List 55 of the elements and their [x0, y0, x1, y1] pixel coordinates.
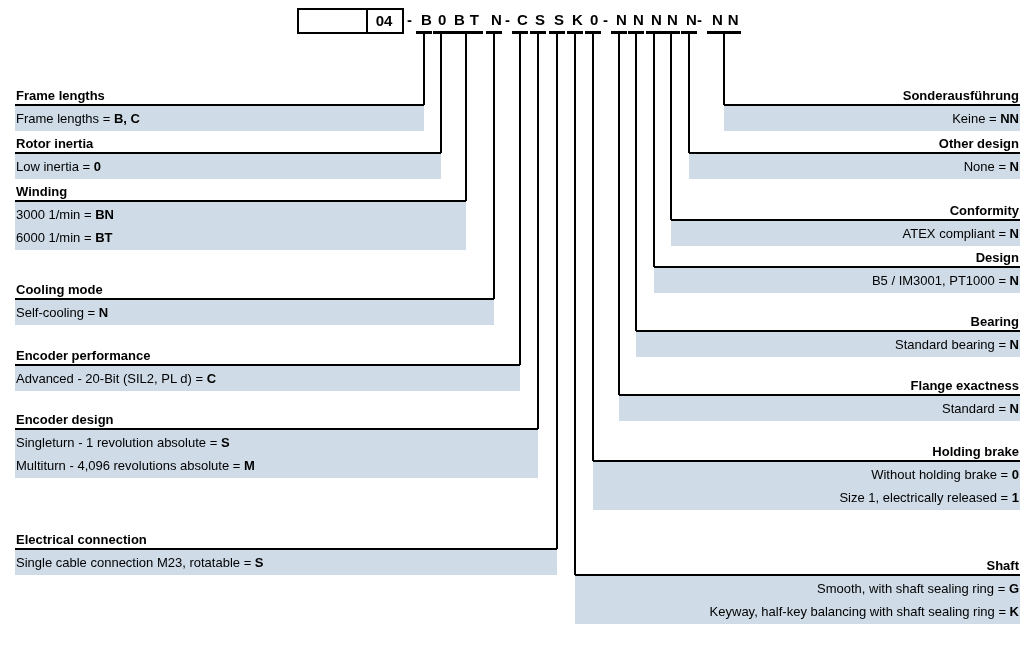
separator-dash: - [697, 10, 702, 30]
code-character: N [611, 10, 627, 34]
code-character: B [416, 10, 432, 34]
leader-line [688, 33, 690, 154]
option-text: Without holding brake = 0 [870, 466, 1020, 484]
leader-line [653, 33, 655, 268]
leader-line [670, 33, 672, 221]
leader-line [574, 33, 576, 576]
option-text: Smooth, with shaft sealing ring = G [816, 580, 1020, 598]
option-text: Singleturn - 1 revolution absolute = S [15, 434, 231, 452]
code-character: N [646, 10, 662, 34]
code-character: N [628, 10, 644, 34]
code-character: N [662, 10, 680, 34]
code-character: N [486, 10, 502, 34]
code-character: BT [449, 10, 483, 34]
leader-line [635, 33, 637, 332]
code-frame-box [297, 8, 368, 34]
option-text: ATEX compliant = N [901, 225, 1020, 243]
option-text: Frame lengths = B, C [15, 110, 141, 128]
option-text: 3000 1/min = BN [15, 206, 115, 224]
separator-dash: - [603, 10, 608, 30]
leader-line [493, 33, 495, 300]
code-character: S [530, 10, 546, 34]
option-text: Standard bearing = N [894, 336, 1020, 354]
leader-line [519, 33, 521, 366]
code-character: N [681, 10, 697, 34]
option-text: None = N [962, 158, 1020, 176]
leader-line [723, 33, 725, 106]
code-character: C [512, 10, 528, 34]
option-text: Advanced - 20-Bit (SIL2, PL d) = C [15, 370, 218, 388]
leader-line [556, 33, 558, 550]
leader-line [618, 33, 620, 396]
code-character: S [549, 10, 565, 34]
leader-line [423, 33, 425, 106]
option-text: Standard = N [941, 400, 1020, 418]
code-character: 0 [585, 10, 601, 34]
leader-line [465, 33, 467, 202]
option-text: Self-cooling = N [15, 304, 110, 322]
option-text: Keyway, half-key balancing with shaft sealing ring = K [708, 603, 1020, 621]
code-character: NN [707, 10, 741, 34]
option-text: 6000 1/min = BT [15, 229, 114, 247]
option-text: B5 / IM3001, PT1000 = N [870, 272, 1020, 290]
leader-line [440, 33, 442, 154]
option-text: Size 1, electrically released = 1 [838, 489, 1020, 507]
code-frame-box: 04 [366, 8, 404, 34]
leader-line [537, 33, 539, 430]
option-text: Multiturn - 4,096 revolutions absolute = M [15, 457, 256, 475]
separator-dash: - [505, 10, 510, 30]
option-text: Single cable connection M23, rotatable = S [15, 554, 265, 572]
option-text: Keine = NN [951, 110, 1020, 128]
code-character: 0 [433, 10, 449, 34]
option-text: Low inertia = 0 [15, 158, 102, 176]
separator-dash: - [407, 10, 412, 30]
leader-line [592, 33, 594, 462]
code-character: K [567, 10, 583, 34]
